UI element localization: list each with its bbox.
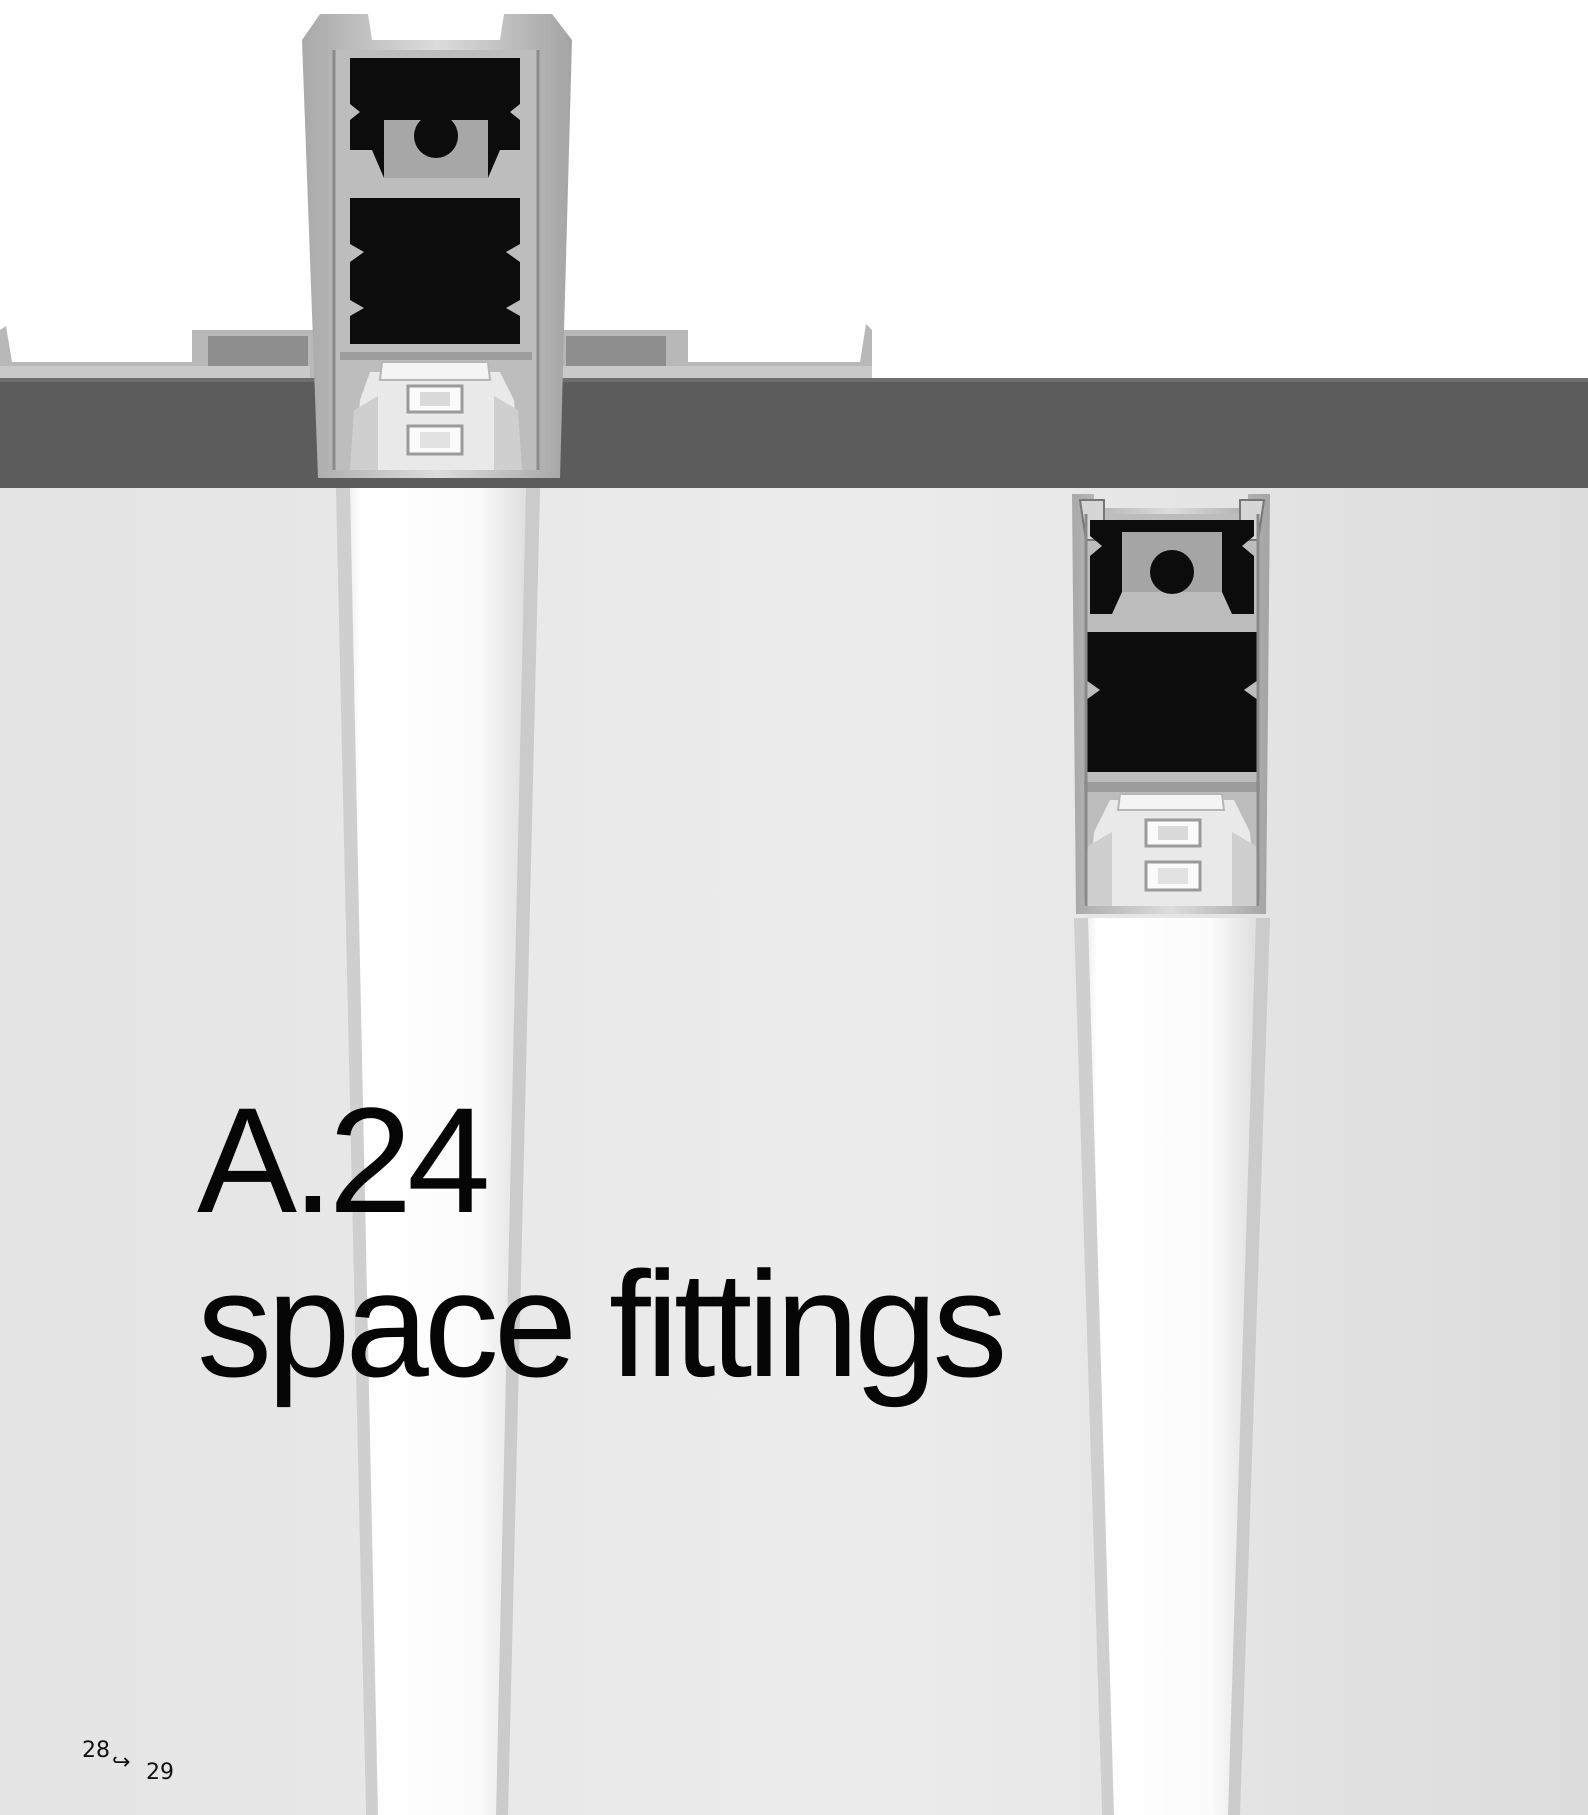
section-title: space fittings xyxy=(197,1240,1007,1408)
arrow-hook-right-icon: ↪ xyxy=(112,1750,131,1775)
surface-fitting xyxy=(1072,494,1270,1815)
recessed-fitting xyxy=(0,14,872,1815)
current-page-number: 28 xyxy=(82,1738,110,1763)
next-page-number: 29 xyxy=(146,1760,174,1785)
page-heading: A.24 space fittings xyxy=(197,1076,1007,1408)
ceiling-band xyxy=(0,378,1588,488)
section-code: A.24 xyxy=(197,1076,491,1244)
